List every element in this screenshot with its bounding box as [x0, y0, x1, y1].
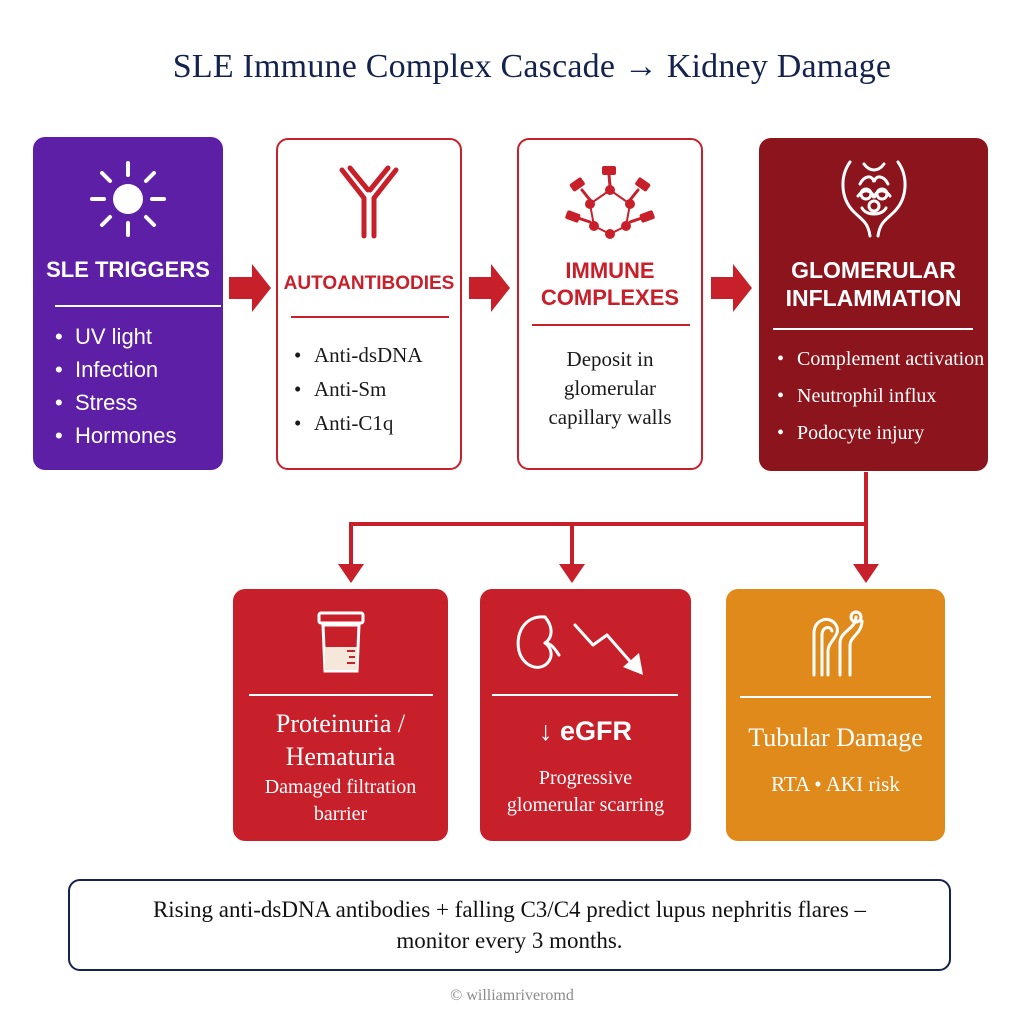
list-item: Hormones — [55, 419, 176, 452]
description-line: capillary walls — [548, 405, 672, 429]
card-egfr: ↓ eGFR Progressive glomerular scarring — [480, 589, 691, 841]
arrowhead-right — [853, 564, 879, 583]
arrowhead-mid — [559, 564, 585, 583]
copyright-footer: © williamriveromd — [450, 987, 574, 1004]
heading-line: INFLAMMATION — [785, 285, 962, 312]
divider — [291, 316, 449, 318]
list-item: Infection — [55, 353, 176, 386]
arrow-right-1 — [229, 264, 271, 312]
description-line: Progressive — [538, 767, 633, 789]
urine-cup-icon — [233, 611, 448, 675]
card-heading: Proteinuria / Hematuria — [233, 707, 448, 773]
sun-icon — [33, 159, 223, 239]
glomerulus-icon — [759, 150, 988, 246]
callout-line: monitor every 3 months. — [396, 928, 623, 953]
description-line: barrier — [313, 803, 368, 825]
card-glomerular-inflammation: GLOMERULAR INFLAMMATION Complement activ… — [759, 138, 988, 471]
card-description: Deposit in glomerular capillary walls — [519, 345, 701, 432]
heading-line: IMMUNE — [565, 258, 655, 283]
card-description: Damaged filtration barrier — [233, 774, 448, 828]
list-item: Anti-Sm — [294, 372, 423, 406]
card-heading: Tubular Damage — [748, 723, 923, 752]
divider — [773, 328, 973, 330]
list-item: Podocyte injury — [777, 415, 984, 452]
antibody-list: Anti-dsDNA Anti-Sm Anti-C1q — [294, 338, 423, 440]
divider — [740, 696, 931, 698]
card-heading: SLE TRIGGERS — [46, 257, 210, 282]
description-line: Damaged filtration — [264, 776, 417, 798]
immune-complex-icon — [519, 162, 701, 246]
card-autoantibodies: AUTOANTIBODIES Anti-dsDNA Anti-Sm Anti-C… — [276, 138, 462, 470]
arrowhead-left — [338, 564, 364, 583]
divider — [492, 694, 678, 696]
inflammation-list: Complement activation Neutrophil influx … — [777, 341, 984, 452]
monitoring-callout: Rising anti-dsDNA antibodies + falling C… — [68, 879, 951, 971]
card-description: Progressive glomerular scarring — [480, 765, 691, 819]
heading-line: Hematuria — [285, 742, 396, 771]
list-item: Anti-C1q — [294, 406, 423, 440]
card-description: RTA • AKI risk — [771, 772, 900, 796]
divider — [249, 694, 433, 696]
list-item: Anti-dsDNA — [294, 338, 423, 372]
page-title: SLE Immune Complex Cascade → Kidney Dama… — [172, 48, 892, 85]
callout-line: Rising anti-dsDNA antibodies + falling C… — [152, 897, 867, 922]
description-line: glomerular — [563, 376, 657, 400]
description-line: glomerular scarring — [506, 794, 665, 816]
heading-line: Proteinuria / — [275, 709, 406, 738]
heading-line: COMPLEXES — [540, 284, 680, 310]
card-immune-complexes: IMMUNE COMPLEXES Deposit in glomerular c… — [517, 138, 703, 470]
card-heading: ↓ eGFR — [538, 716, 632, 746]
callout-text: Rising anti-dsDNA antibodies + falling C… — [100, 894, 920, 956]
tubule-icon — [726, 609, 945, 679]
arrow-right-3 — [711, 264, 752, 312]
description-line: Deposit in — [566, 347, 654, 371]
list-item: UV light — [55, 320, 176, 353]
trigger-list: UV light Infection Stress Hormones — [55, 320, 176, 452]
card-heading: AUTOANTIBODIES — [283, 273, 455, 294]
kidney-decline-icon — [480, 611, 691, 679]
list-item: Neutrophil influx — [777, 378, 984, 415]
list-item: Stress — [55, 386, 176, 419]
card-proteinuria-hematuria: Proteinuria / Hematuria Damaged filtrati… — [233, 589, 448, 841]
heading-line: GLOMERULAR — [791, 257, 956, 283]
divider — [532, 324, 690, 326]
card-heading: GLOMERULAR INFLAMMATION — [759, 256, 988, 312]
card-sle-triggers: SLE TRIGGERS UV light Infection Stress H… — [33, 137, 223, 470]
arrow-right-2 — [469, 264, 510, 312]
list-item: Complement activation — [777, 341, 984, 378]
antibody-icon — [278, 164, 460, 240]
divider — [55, 305, 221, 307]
card-heading: IMMUNE COMPLEXES — [519, 258, 701, 312]
card-tubular-damage: Tubular Damage RTA • AKI risk — [726, 589, 945, 841]
